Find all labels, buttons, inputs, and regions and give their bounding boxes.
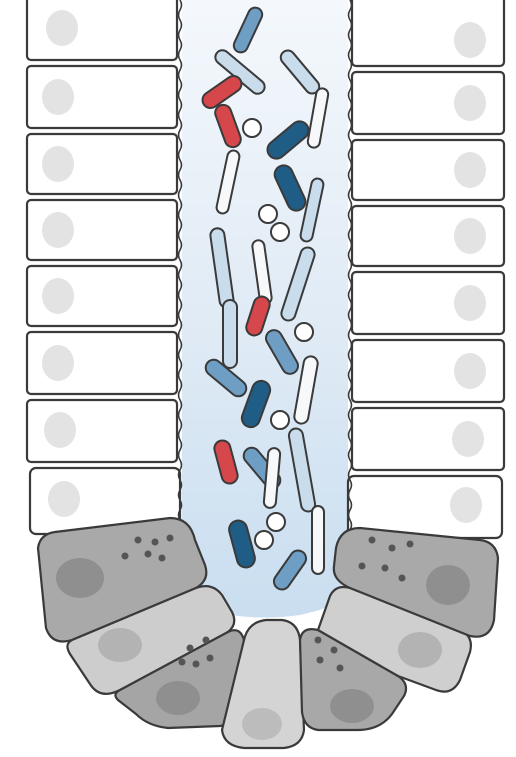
coccus-white	[295, 323, 313, 341]
base-nucleus	[56, 558, 104, 598]
base-nucleus	[98, 628, 142, 662]
nucleus	[450, 487, 482, 523]
nucleus	[42, 79, 74, 115]
rod-light-blue	[223, 300, 237, 368]
coccus-white	[243, 119, 261, 137]
left-brush-border	[179, 0, 182, 530]
right-epithelial-column	[348, 0, 504, 538]
nucleus	[454, 218, 486, 254]
nucleus	[454, 22, 486, 58]
coccus-white	[255, 531, 273, 549]
nucleus	[454, 285, 486, 321]
base-nucleus	[242, 708, 282, 740]
base-nucleus	[398, 632, 442, 668]
base-nucleus	[156, 681, 200, 715]
nucleus	[46, 10, 78, 46]
coccus-white	[271, 223, 289, 241]
coccus-white	[259, 205, 277, 223]
nucleus	[454, 152, 486, 188]
nucleus	[48, 481, 80, 517]
base-nucleus	[426, 565, 470, 605]
nucleus	[42, 212, 74, 248]
nucleus	[454, 353, 486, 389]
left-epithelial-column	[27, 0, 180, 534]
nucleus	[452, 421, 484, 457]
coccus-white	[267, 513, 285, 531]
rod-white	[312, 506, 324, 574]
nucleus	[454, 85, 486, 121]
coccus-white	[271, 411, 289, 429]
nucleus	[42, 278, 74, 314]
base-nucleus	[330, 689, 374, 723]
nucleus	[44, 412, 76, 448]
nucleus	[42, 345, 74, 381]
nucleus	[42, 146, 74, 182]
